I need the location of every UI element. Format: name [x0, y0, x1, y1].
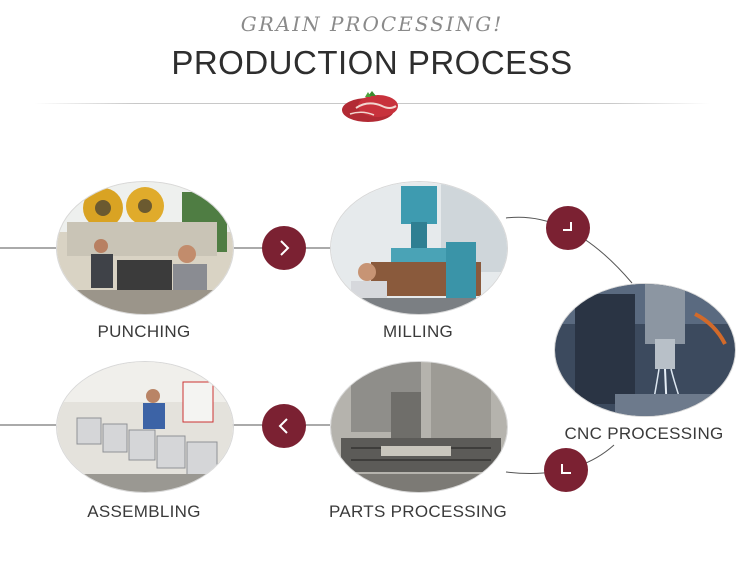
step-label-punching: PUNCHING: [97, 322, 191, 341]
parts-processing-photo: [330, 361, 508, 493]
corner-left-icon: [561, 464, 571, 474]
assembling-photo: [56, 361, 234, 493]
turn-left-arrow: [544, 448, 588, 492]
punching-photo: [56, 181, 234, 315]
page-title: PRODUCTION PROCESS: [171, 44, 573, 81]
step-label-milling: MILLING: [382, 322, 454, 341]
step-label-cnc: CNC PROCESSING: [564, 424, 724, 443]
next-step-arrow: [262, 226, 306, 270]
cnc-photo: [554, 283, 736, 417]
chevron-right-icon: [280, 240, 290, 256]
next-step-arrow-left: [262, 404, 306, 448]
corner-down-icon: [563, 222, 572, 231]
turn-down-arrow: [546, 206, 590, 250]
page-subtitle: GRAIN PROCESSING!: [240, 12, 504, 36]
steak-icon: [342, 91, 398, 122]
step-label-parts: PARTS PROCESSING: [329, 502, 507, 521]
chevron-left-icon: [278, 418, 288, 434]
step-label-assembling: ASSEMBLING: [87, 502, 201, 521]
milling-photo: [330, 181, 508, 315]
